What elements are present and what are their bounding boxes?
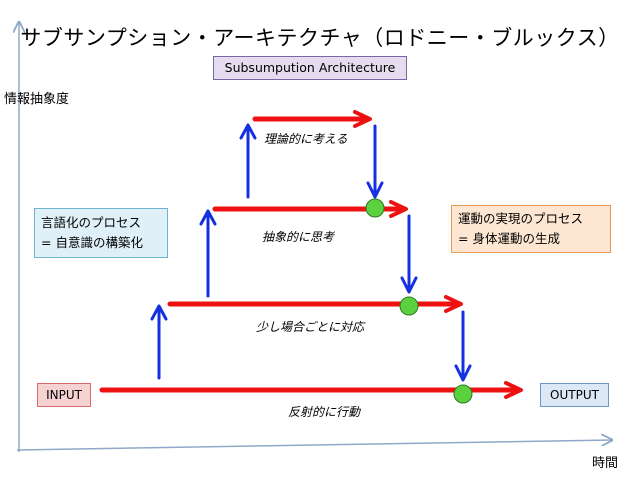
red-arrow-layer-1 — [252, 110, 372, 128]
red-arrows — [99, 110, 523, 399]
left-note-line-1: 言語化のプロセス — [41, 215, 142, 230]
verbalization-note-box: 言語化のプロセス = 自意識の構築化 — [34, 208, 168, 258]
layer-label-4: 反射的に行動 — [288, 405, 361, 419]
blue-up-arrows — [150, 123, 257, 380]
page-title: サブサンプション・アーキテクチャ（ロドニー・ブルックス） — [20, 26, 620, 50]
blue-up-arrow-1 — [150, 304, 168, 380]
red-arrow-layer-4 — [99, 381, 523, 399]
x-axis-label: 時間 — [592, 456, 619, 471]
blue-down-arrow-3 — [454, 310, 472, 382]
x-axis-line — [16, 440, 612, 451]
blue-down-arrows — [366, 124, 472, 382]
output-box: OUTPUT — [540, 383, 609, 407]
layer-label-2: 抽象的に思考 — [262, 230, 335, 244]
green-node-1 — [365, 198, 385, 218]
green-node-2 — [399, 296, 419, 316]
left-note-line-2: = 自意識の構築化 — [41, 235, 143, 250]
right-note-line-2: = 身体運動の生成 — [458, 231, 560, 246]
blue-down-arrow-2 — [400, 214, 418, 294]
subtitle-box: Subsumpution Architecture — [213, 56, 407, 80]
right-note-line-1: 運動の実現のプロセス — [458, 211, 584, 226]
blue-up-arrow-3 — [239, 123, 257, 199]
blue-down-arrow-1 — [366, 124, 384, 199]
motion-note-box: 運動の実現のプロセス = 身体運動の生成 — [451, 205, 611, 253]
layer-label-1: 理論的に考える — [264, 132, 348, 146]
green-nodes — [365, 198, 473, 404]
blue-up-arrow-2 — [199, 209, 217, 298]
green-node-3 — [453, 384, 473, 404]
input-box: INPUT — [37, 383, 91, 407]
layer-label-3: 少し場合ごとに対応 — [256, 320, 365, 334]
y-axis-label: 情報抽象度 — [4, 92, 70, 107]
